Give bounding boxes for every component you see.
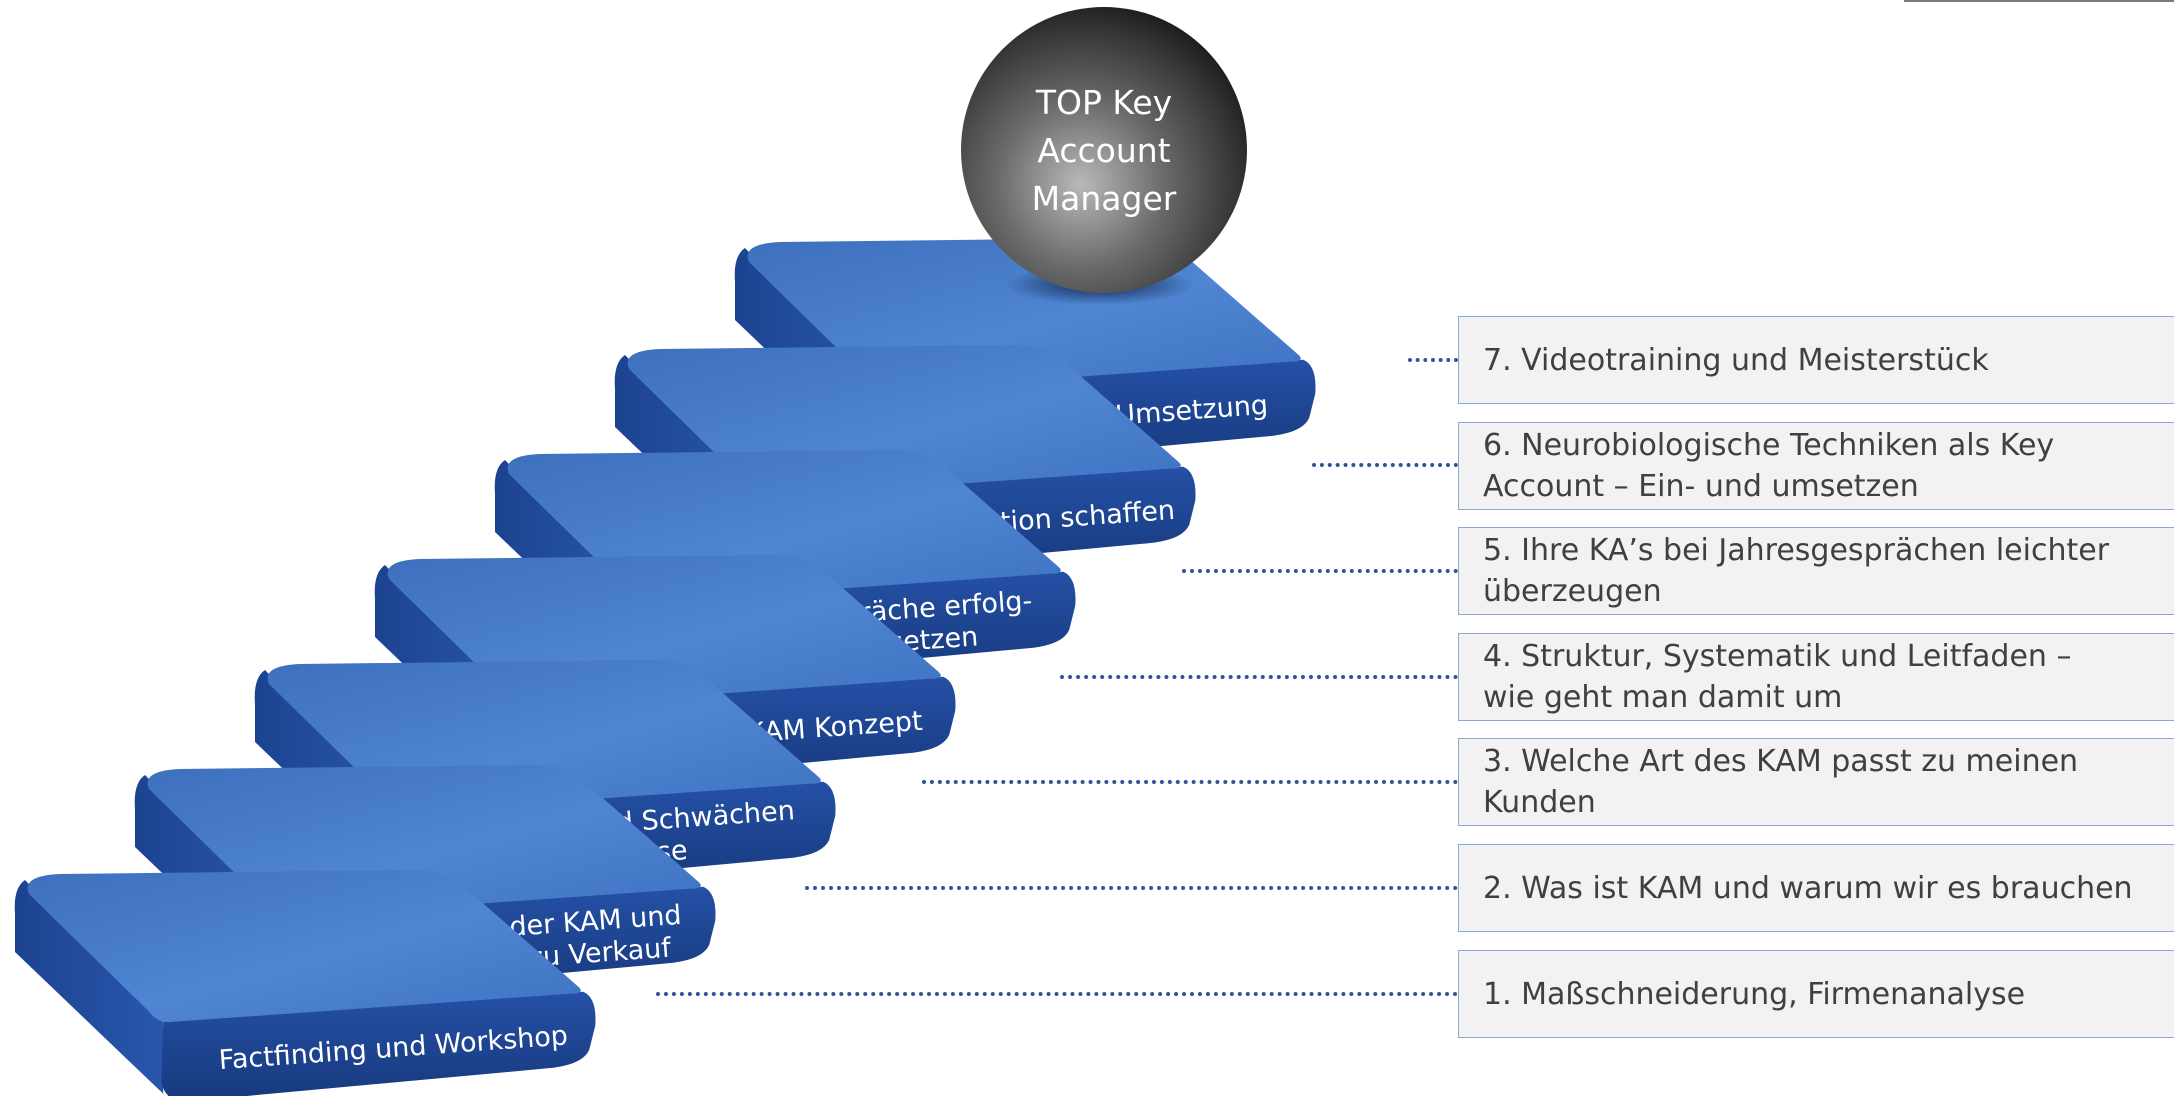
info-box-3: 3. Welche Art des KAM passt zu meinen Ku… bbox=[1458, 738, 2174, 826]
connector-2 bbox=[805, 886, 1458, 890]
top-sphere: TOP Key Account Manager bbox=[961, 7, 1247, 305]
step-1-front bbox=[161, 991, 596, 1096]
step-1-top bbox=[27, 870, 581, 1023]
sphere-line-2: Account bbox=[1037, 131, 1170, 170]
sphere bbox=[961, 7, 1247, 293]
info-box-7-text: 7. Videotraining und Meisterstück bbox=[1483, 342, 1989, 378]
sphere-line-1: TOP Key bbox=[1035, 83, 1172, 122]
info-box-1: 1. Maßschneiderung, Firmenanalyse bbox=[1458, 950, 2174, 1038]
step-1-side bbox=[14, 880, 164, 1094]
info-box-6-text: 6. Neurobiologische Techniken als Key Ac… bbox=[1483, 428, 2055, 504]
info-box-6: 6. Neurobiologische Techniken als Key Ac… bbox=[1458, 422, 2174, 510]
step-1: Factfinding und Workshop bbox=[14, 870, 596, 1096]
info-box-4: 4. Struktur, Systematik und Leitfaden – … bbox=[1458, 633, 2174, 721]
info-box-2: 2. Was ist KAM und warum wir es brauchen bbox=[1458, 844, 2174, 932]
info-box-5-text: 5. Ihre KA’s bei Jahresgesprächen leicht… bbox=[1483, 533, 2110, 609]
connector-4 bbox=[1060, 675, 1458, 679]
connector-1 bbox=[656, 992, 1458, 996]
info-box-7: 7. Videotraining und Meisterstück bbox=[1458, 316, 2174, 404]
connector-3 bbox=[922, 780, 1458, 784]
info-box-3-text: 3. Welche Art des KAM passt zu meinen Ku… bbox=[1483, 744, 2079, 820]
connector-5 bbox=[1182, 569, 1458, 573]
info-box-2-text: 2. Was ist KAM und warum wir es brauchen bbox=[1483, 870, 2133, 906]
sphere-line-3: Manager bbox=[1032, 179, 1177, 218]
info-box-5: 5. Ihre KA’s bei Jahresgesprächen leicht… bbox=[1458, 527, 2174, 615]
connector-7 bbox=[1408, 358, 1458, 362]
info-box-4-text: 4. Struktur, Systematik und Leitfaden – … bbox=[1483, 639, 2072, 715]
info-box-1-text: 1. Maßschneiderung, Firmenanalyse bbox=[1483, 976, 2026, 1012]
connector-6 bbox=[1312, 463, 1458, 467]
top-right-rule bbox=[1904, 0, 2174, 2]
